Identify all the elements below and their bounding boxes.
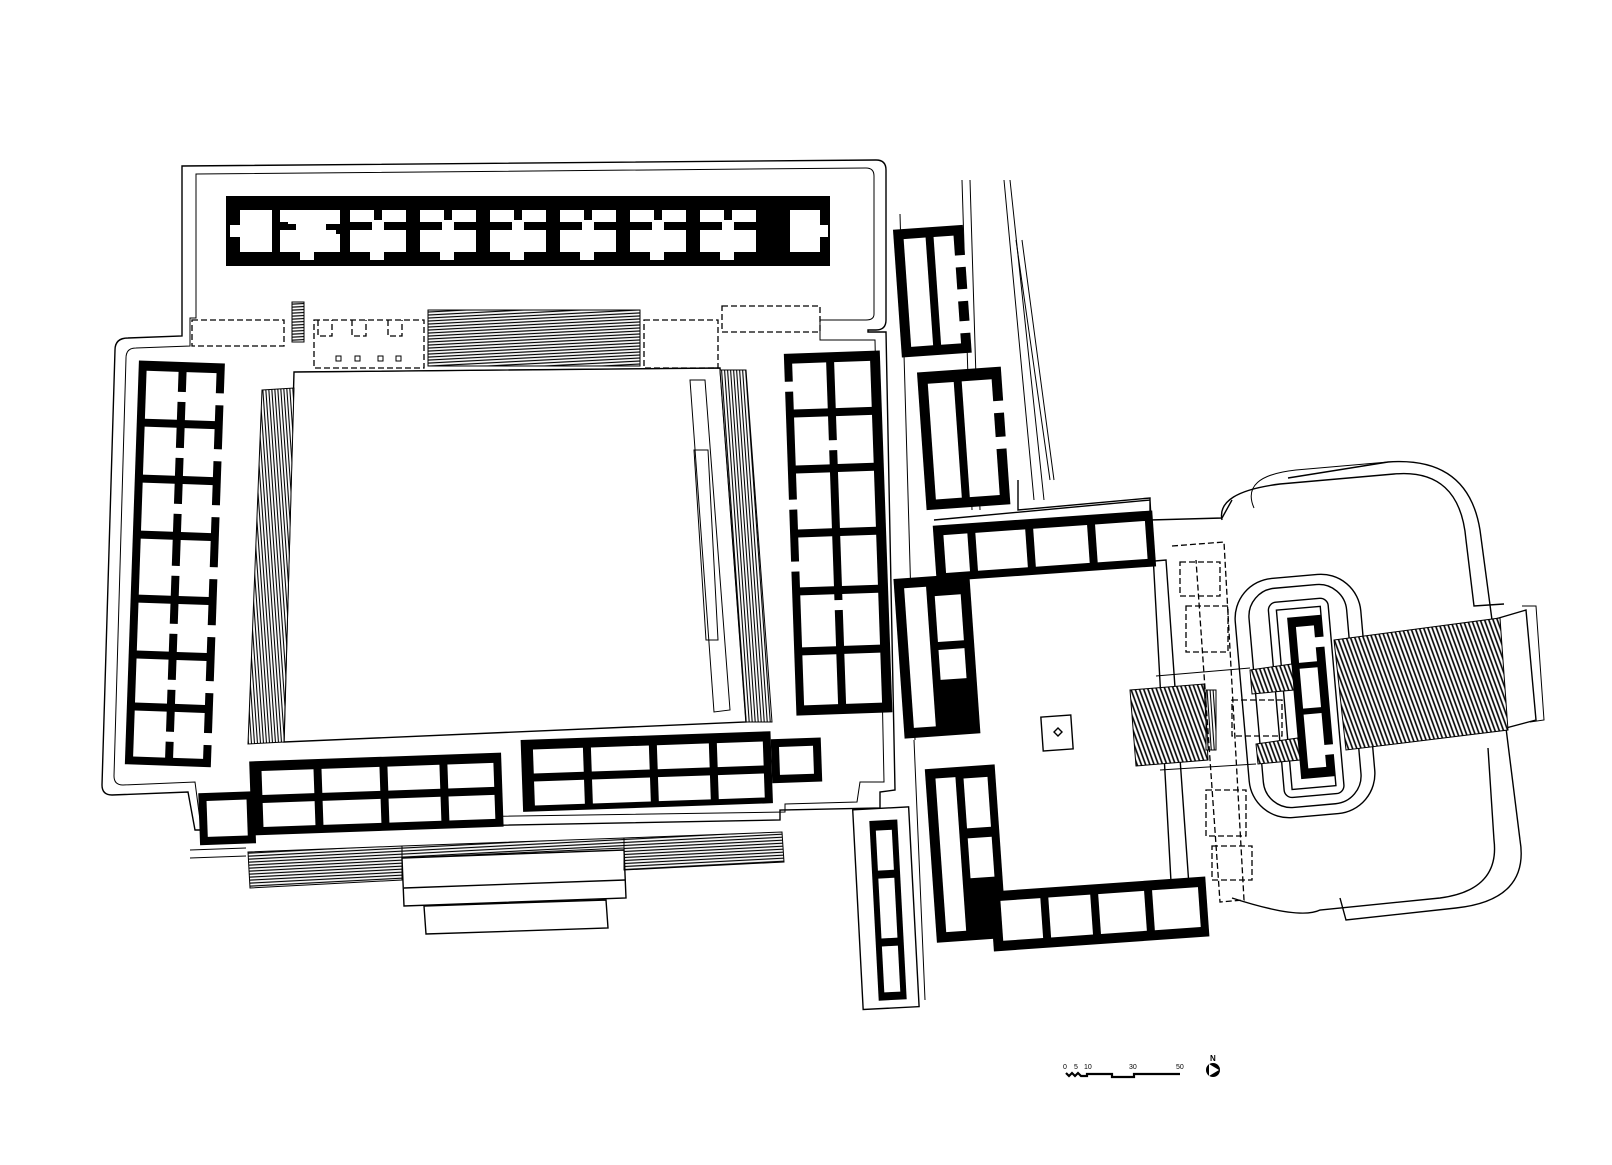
inner-enclosure-wall	[113, 167, 885, 821]
temple-enclosure	[1129, 460, 1545, 921]
north-label: N	[1210, 1054, 1216, 1063]
east-ramp	[1333, 617, 1509, 751]
south-barracks	[198, 731, 823, 846]
scale-label-10: 10	[1084, 1064, 1092, 1071]
west-ramp	[1129, 683, 1209, 767]
east-barracks	[782, 350, 893, 716]
south-stairs	[189, 831, 785, 935]
outer-enclosure-wall	[101, 159, 896, 831]
main-courtyard	[247, 367, 773, 745]
north-portico	[191, 301, 821, 373]
scale-bar: 0 5 10 30 50	[1063, 1064, 1184, 1079]
west-barracks	[124, 360, 226, 768]
middle-strip	[851, 179, 1055, 1011]
temple-cella	[1287, 614, 1336, 780]
scale-label-50: 50	[1176, 1064, 1184, 1071]
east-courtyard	[893, 480, 1233, 952]
courtyard-altar	[1040, 714, 1074, 752]
scale-label-0: 0	[1063, 1064, 1067, 1071]
altar-marker	[1053, 727, 1063, 737]
north-arrow: N	[1206, 1054, 1220, 1077]
west-complex	[101, 159, 896, 935]
scale-label-5: 5	[1074, 1064, 1078, 1071]
scale-label-30: 30	[1129, 1064, 1137, 1071]
north-steps	[427, 309, 641, 367]
north-barracks	[226, 196, 830, 266]
